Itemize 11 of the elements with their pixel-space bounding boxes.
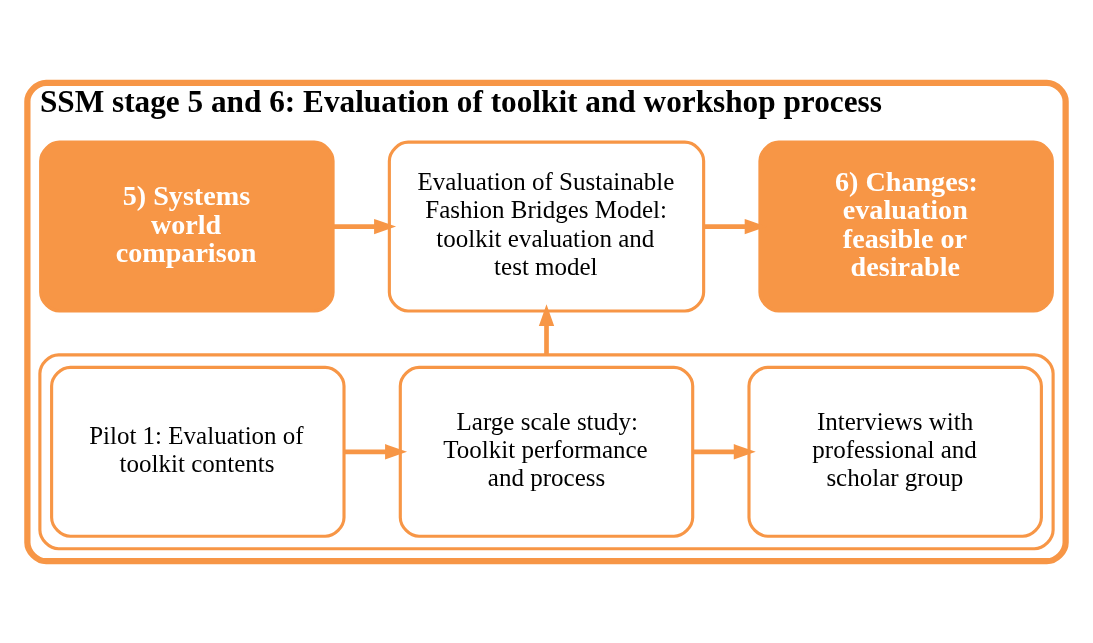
node-box: Evaluation of Sustainable Fashion Bridges Model: toolkit evaluation and test model — [387, 140, 706, 313]
arrow — [538, 303, 555, 355]
arrow — [692, 443, 756, 459]
arrow — [344, 443, 408, 459]
node-box: Interviews with professional and scholar group — [747, 365, 1043, 538]
cluster — [38, 352, 1055, 550]
arrow — [333, 218, 397, 234]
node-box: Large scale study: Toolkit performance and process — [398, 365, 695, 538]
node-box: 5) Systems world comparison — [39, 140, 335, 313]
node-box: Pilot 1: Evaluation of toolkit contents — [50, 365, 346, 538]
node-box: 6) Changes: evaluation feasible or desirable — [758, 140, 1054, 313]
